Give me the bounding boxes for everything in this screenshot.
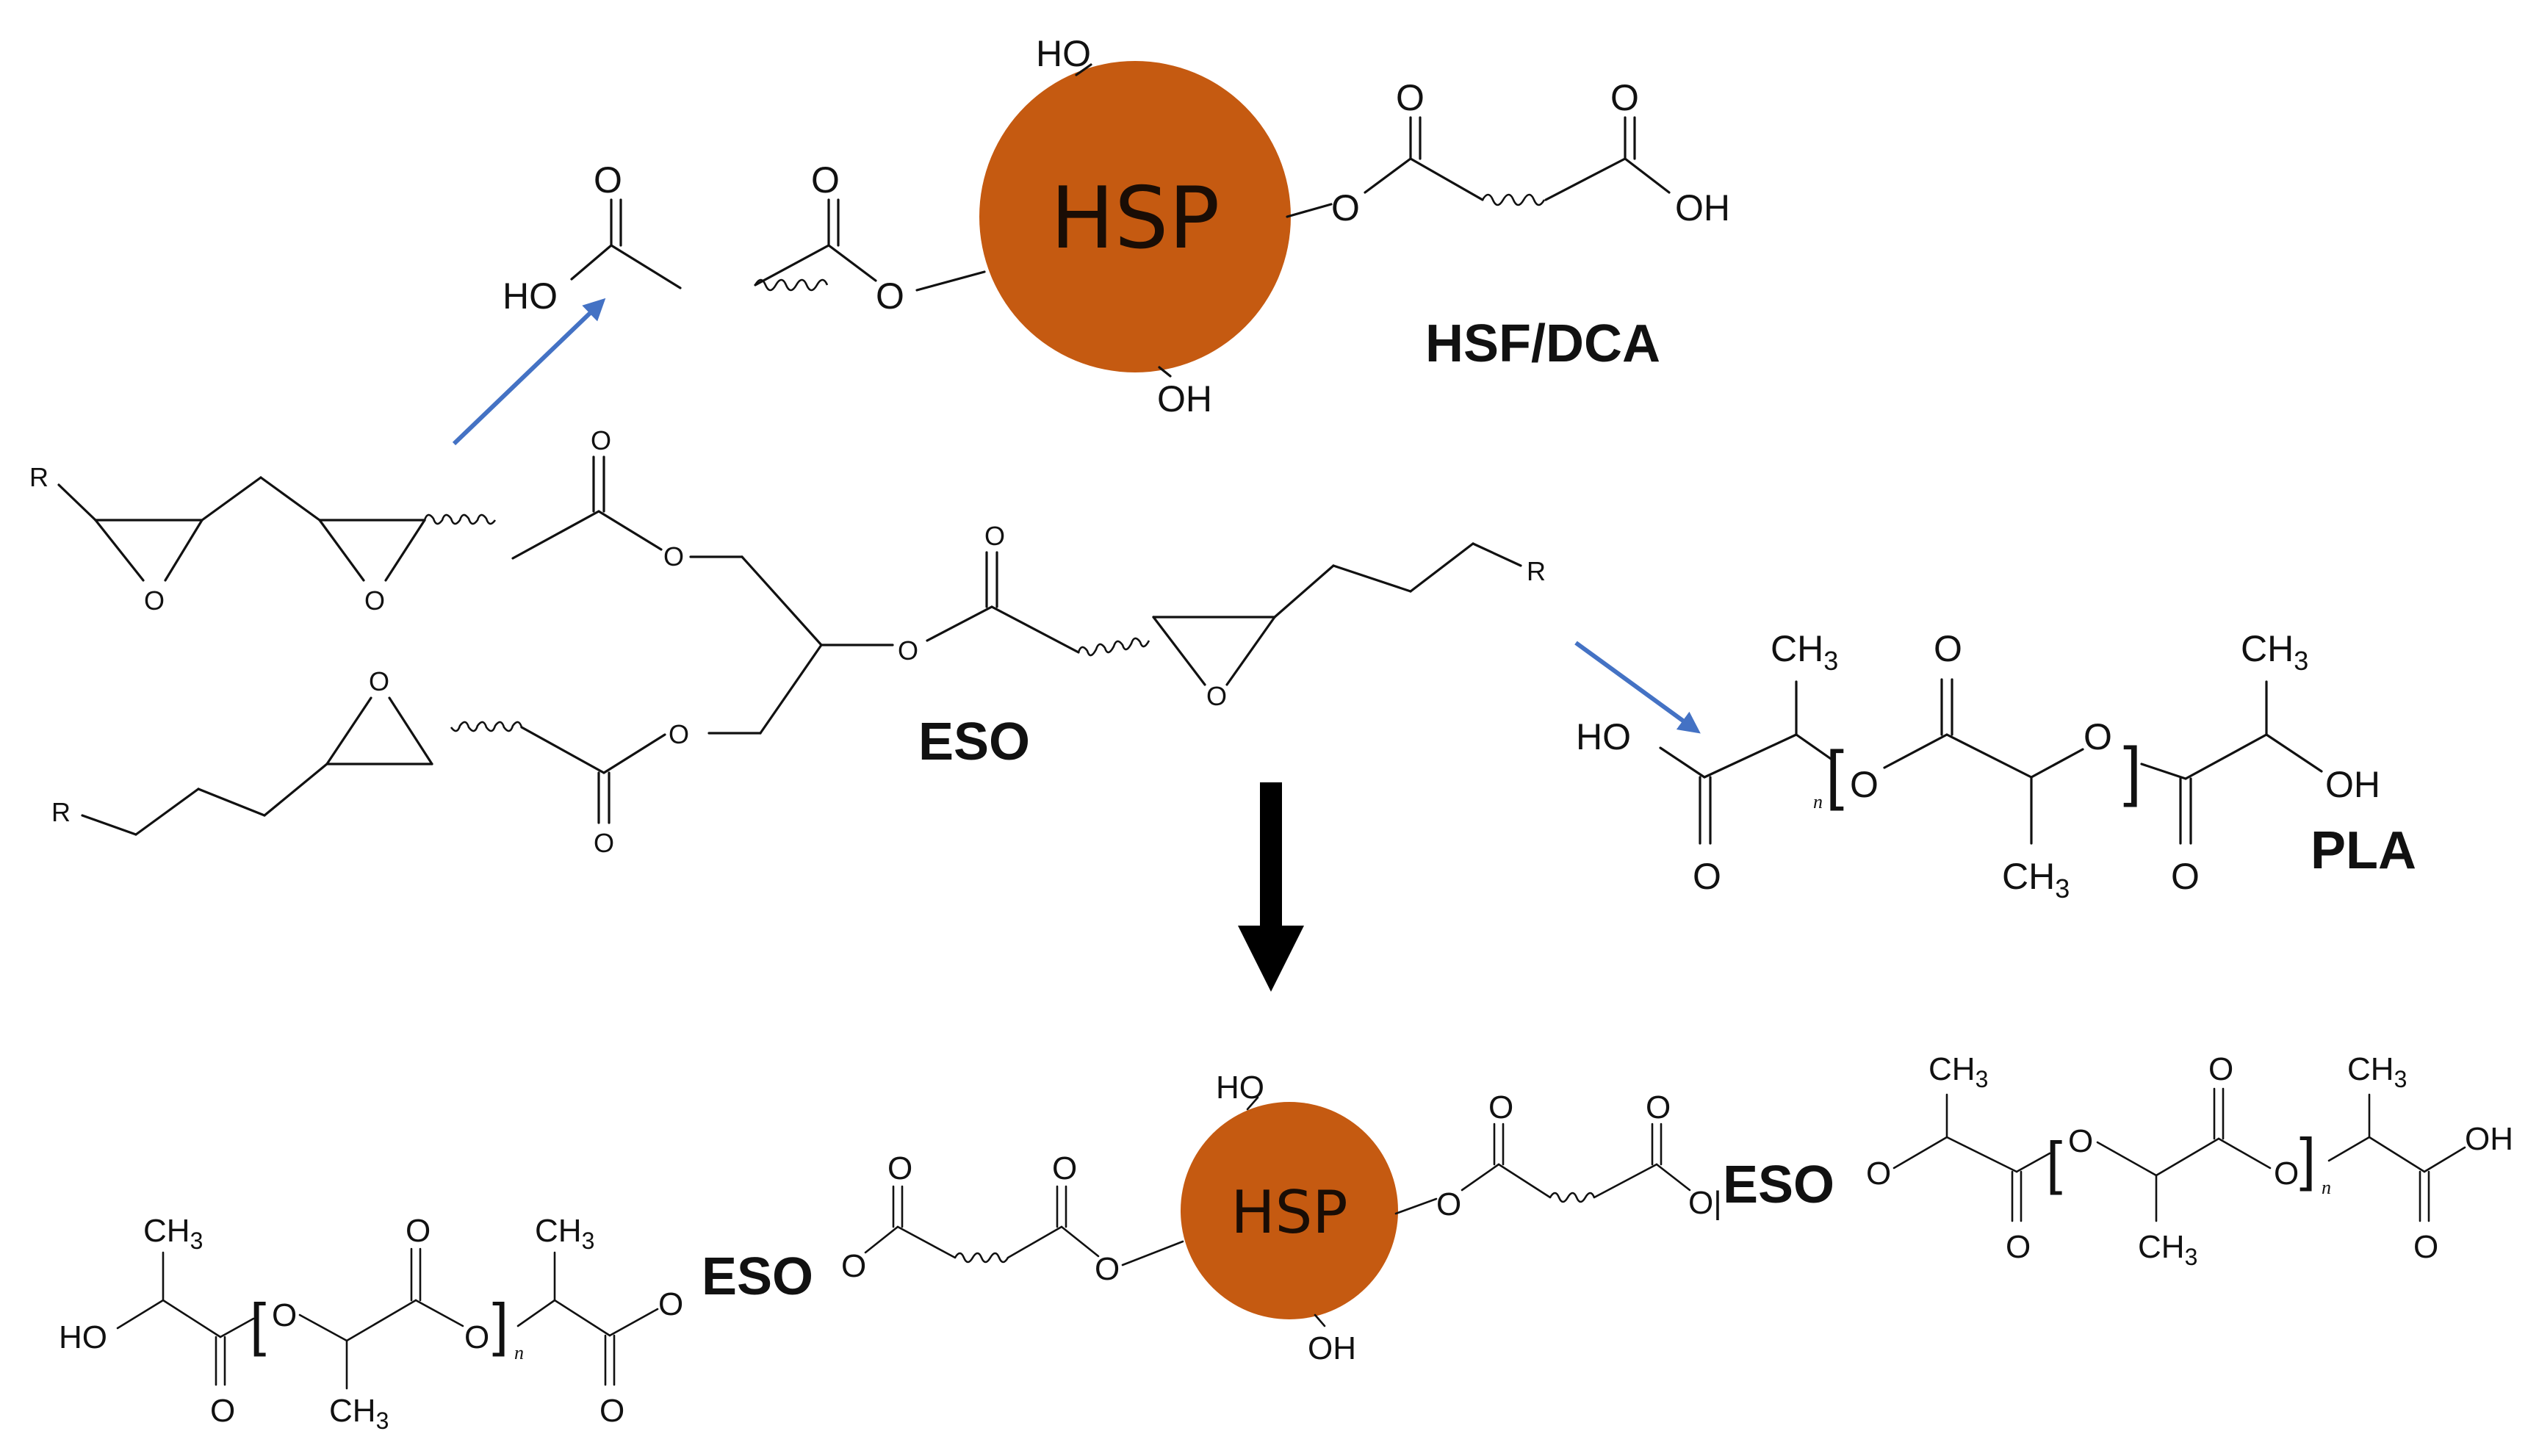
reaction-arrow-hsf xyxy=(452,298,606,446)
pla-hydroxyl-left: HO xyxy=(1576,716,1631,757)
epoxide-oxygen-3: O xyxy=(1206,681,1227,711)
prod-bracket-close-2: ] xyxy=(2299,1126,2316,1192)
pla-label: PLA xyxy=(2311,821,2416,880)
prod-dca-oxygen-right-1: O xyxy=(1436,1186,1461,1222)
carbonyl-oxygen-left-2: O xyxy=(594,159,622,201)
prod-methyl-4: CH3 xyxy=(1928,1051,1988,1092)
prod-carbonyl-oxygen-3: O xyxy=(599,1393,624,1429)
prod-ester-oxygen-5: O xyxy=(2068,1123,2093,1159)
reaction-arrow-pla xyxy=(1574,641,1701,734)
prod-hsp-particle xyxy=(1181,1102,1398,1319)
prod-methyl-3: CH3 xyxy=(535,1213,594,1254)
prod-methyl-1: CH3 xyxy=(143,1213,203,1254)
hsf-dca-label: HSF/DCA xyxy=(1425,314,1660,373)
prod-carbonyl-oxygen-6: O xyxy=(2413,1229,2438,1265)
prod-dca-carbonyl-left-2: O xyxy=(1052,1150,1077,1186)
ester-oxygen-eso-middle: O xyxy=(898,635,918,666)
carbonyl-oxygen-eso-bottom: O xyxy=(594,828,614,858)
pla-carbonyl-oxygen-1: O xyxy=(1693,856,1721,897)
pla-carbonyl-oxygen-2: O xyxy=(1934,628,1962,669)
epoxide-oxygen-2: O xyxy=(364,585,385,616)
pla-methyl-2: CH3 xyxy=(2002,856,2070,904)
prod-bracket-open-2: [ xyxy=(2046,1130,2062,1195)
prod-ester-oxygen-3: O xyxy=(658,1286,683,1322)
r-group-bottom-left: R xyxy=(51,797,71,827)
ester-oxygen-eso-bottom: O xyxy=(669,719,689,749)
eso-label: ESO xyxy=(918,713,1030,771)
prod-carbonyl-oxygen-5: O xyxy=(2208,1051,2233,1087)
prod-methyl-5: CH3 xyxy=(2138,1229,2197,1270)
prod-eso-label-right: ESO xyxy=(1723,1156,1834,1214)
prod-carbonyl-oxygen-1: O xyxy=(210,1393,235,1429)
hsp-particle xyxy=(979,61,1291,372)
pla-ester-oxygen-2: O xyxy=(2084,716,2112,757)
hydroxyl-top: HO xyxy=(1036,33,1091,74)
prod-eso-label-left: ESO xyxy=(702,1247,813,1306)
prod-carbonyl-oxygen-2: O xyxy=(406,1213,431,1249)
prod-repeat-index-1: n xyxy=(514,1342,524,1363)
pla-repeat-index: n xyxy=(1813,791,1823,812)
prod-hydroxyl-top: HO xyxy=(1216,1070,1264,1106)
prod-ester-oxygen-1: O xyxy=(272,1297,297,1333)
prod-ester-oxygen-6: O xyxy=(2274,1156,2299,1192)
pla-structure: HO O CH3 [ n O O CH3 O ] O CH3 OH PLA xyxy=(1576,628,2416,904)
prod-methyl-6: CH3 xyxy=(2347,1051,2407,1092)
prod-dca-carbonyl-left-1: O xyxy=(887,1150,912,1186)
prod-hydroxyl-left: HO xyxy=(59,1319,107,1355)
prod-ester-oxygen-4: O xyxy=(1866,1156,1891,1192)
prod-methyl-2: CH3 xyxy=(329,1393,389,1434)
prod-bracket-open-1: [ xyxy=(250,1291,266,1357)
carbonyl-oxygen-eso-middle: O xyxy=(984,521,1005,551)
hydroxyl-bottom: OH xyxy=(1157,378,1212,419)
r-group-middle-right: R xyxy=(1527,556,1546,586)
prod-bracket-close-1: ] xyxy=(492,1291,508,1357)
prod-dca-oxygen-left-1: O xyxy=(841,1248,866,1284)
prod-carbonyl-oxygen-4: O xyxy=(2006,1229,2031,1265)
hydroxyl-right-arm: OH xyxy=(1675,187,1730,228)
prod-dca-oxygen-left-2: O xyxy=(1095,1251,1120,1287)
hsp-label: HSP xyxy=(1051,169,1220,268)
pla-bracket-open: [ xyxy=(1826,738,1844,812)
epoxide-oxygen-4: O xyxy=(369,666,389,696)
prod-repeat-index-2: n xyxy=(2322,1177,2331,1198)
pla-hydroxyl-right: OH xyxy=(2325,764,2380,805)
hydroxyl-left-arm: HO xyxy=(503,275,558,317)
main-reaction-arrow xyxy=(1238,782,1304,992)
product-structure: HO CH3 O [ O CH3 O O ] n CH3 O O ESO O xyxy=(59,1051,2513,1434)
carbonyl-oxygen-right-2: O xyxy=(1610,77,1639,118)
ester-oxygen-right: O xyxy=(1331,187,1360,228)
pla-ester-oxygen-1: O xyxy=(1850,764,1879,805)
r-group-top-left: R xyxy=(29,462,48,492)
ester-oxygen-left: O xyxy=(876,275,904,317)
epoxide-oxygen-1: O xyxy=(144,585,165,616)
prod-hsp-label: HSP xyxy=(1231,1178,1347,1247)
carbonyl-oxygen-right-1: O xyxy=(1396,77,1425,118)
pla-carbonyl-oxygen-3: O xyxy=(2171,856,2200,897)
pla-methyl-3: CH3 xyxy=(2241,628,2308,676)
prod-hydroxyl-right: OH xyxy=(2465,1121,2513,1157)
eso-structure: R O O O O O O xyxy=(29,425,1546,858)
prod-dca-carbonyl-right-2: O xyxy=(1646,1089,1671,1125)
carbonyl-oxygen-eso-top: O xyxy=(591,425,611,455)
carbonyl-oxygen-left-1: O xyxy=(811,159,840,201)
prod-dca-carbonyl-right-1: O xyxy=(1488,1089,1513,1125)
prod-ester-oxygen-2: O xyxy=(464,1319,489,1355)
pla-methyl-1: CH3 xyxy=(1771,628,1838,676)
hsf-dca-structure: HSP HO OH O O O HO O O O OH xyxy=(503,33,1730,419)
prod-dca-oxygen-right-2: O| xyxy=(1688,1185,1722,1221)
pla-bracket-close: ] xyxy=(2123,735,2142,808)
prod-hydroxyl-bottom: OH xyxy=(1308,1330,1356,1366)
ester-oxygen-eso-top: O xyxy=(663,541,684,572)
